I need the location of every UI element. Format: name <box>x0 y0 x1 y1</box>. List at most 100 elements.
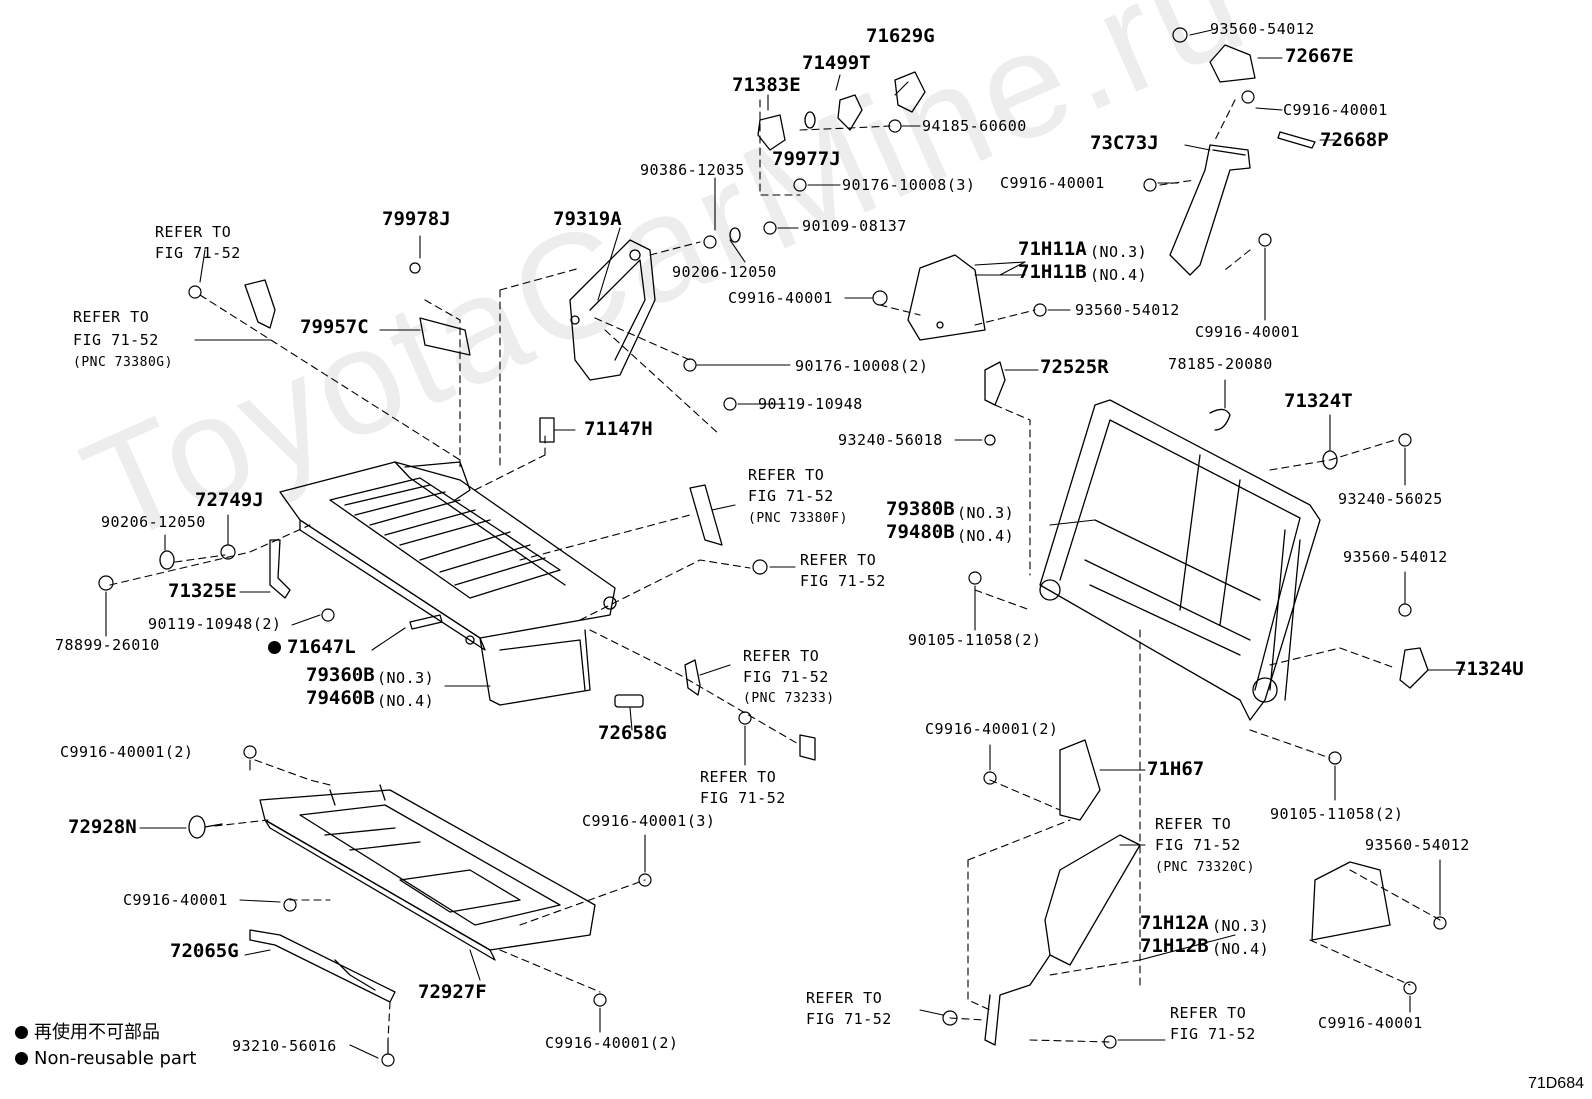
part-label[interactable]: 79360B <box>306 664 375 686</box>
seat-cushion-frame <box>279 461 617 706</box>
part-label[interactable]: 90176-10008(3) <box>842 176 976 194</box>
part-label[interactable]: 90109-08137 <box>802 217 907 235</box>
variant-label: (NO.4) <box>377 692 435 710</box>
part-label[interactable]: 93560-54012 <box>1210 20 1315 38</box>
part-label[interactable]: 90105-11058(2) <box>1270 805 1404 823</box>
part-label[interactable]: 79977J <box>772 148 841 170</box>
part-label[interactable]: 73C73J <box>1090 132 1159 154</box>
hinge-cover <box>984 361 1006 406</box>
part-label[interactable]: 93240-56025 <box>1338 490 1443 508</box>
part-label[interactable]: 79380B <box>886 498 955 520</box>
variant-label: (NO.3) <box>1090 243 1148 261</box>
part-label[interactable]: 79319A <box>553 208 622 230</box>
part-label[interactable]: 90386-12035 <box>640 161 745 179</box>
variant-label: (NO.4) <box>1090 266 1148 284</box>
non-reusable-dot <box>268 641 281 654</box>
part-label[interactable]: 72749J <box>195 489 264 511</box>
pnc-label: (PNC 73380G) <box>73 355 173 370</box>
legend-jp-text: 再使用不可部品 <box>34 1022 160 1043</box>
part-label[interactable]: 79480B <box>886 521 955 543</box>
part-label[interactable]: C9916-40001 <box>1283 101 1388 119</box>
reference-label[interactable]: REFER TO <box>155 223 232 241</box>
part-label[interactable]: 71H11A <box>1018 238 1087 260</box>
reference-label[interactable]: FIG 71-52 <box>800 572 886 590</box>
reference-label[interactable]: FIG 71-52 <box>155 244 241 262</box>
lower-tray <box>259 784 596 961</box>
part-label[interactable]: 72658G <box>598 722 667 744</box>
part-label[interactable]: C9916-40001 <box>123 891 228 909</box>
part-label[interactable]: 71499T <box>802 52 871 74</box>
part-label[interactable]: 71383E <box>732 74 801 96</box>
part-label[interactable]: 72065G <box>170 940 239 962</box>
variant-label: (NO.3) <box>1212 917 1270 935</box>
part-label[interactable]: 72928N <box>68 816 137 838</box>
part-label[interactable]: 71325E <box>168 580 237 602</box>
side-cover-lower <box>1311 861 1391 941</box>
part-label[interactable]: 90176-10008(2) <box>795 357 929 375</box>
legend-en: Non-reusable part <box>15 1048 196 1070</box>
bullet-icon <box>15 1026 28 1039</box>
part-label[interactable]: C9916-40001(3) <box>582 812 716 830</box>
part-label[interactable]: 71324U <box>1455 658 1524 680</box>
part-label[interactable]: 90119-10948 <box>758 395 863 413</box>
part-label[interactable]: C9916-40001 <box>1195 323 1300 341</box>
part-label[interactable]: 71324T <box>1284 390 1353 412</box>
part-label[interactable]: C9916-40001(2) <box>545 1034 679 1052</box>
part-label[interactable]: 71H12A <box>1140 912 1209 934</box>
part-label[interactable]: 90105-11058(2) <box>908 631 1042 649</box>
pnc-label: (PNC 73380F) <box>748 511 848 526</box>
part-label[interactable]: 78899-26010 <box>55 636 160 654</box>
variant-label: (NO.4) <box>957 527 1015 545</box>
part-label[interactable]: 93210-56016 <box>232 1037 337 1055</box>
reference-label[interactable]: FIG 71-52 <box>1155 836 1241 854</box>
part-label[interactable]: C9916-40001(2) <box>60 743 194 761</box>
part-label[interactable]: 93560-54012 <box>1075 301 1180 319</box>
reference-label[interactable]: REFER TO <box>743 647 820 665</box>
bolts <box>98 27 1447 1067</box>
part-label[interactable]: 93560-54012 <box>1343 548 1448 566</box>
seat-back-frame <box>1039 399 1321 721</box>
reference-label[interactable]: REFER TO <box>1155 815 1232 833</box>
part-label[interactable]: 90206-12050 <box>672 263 777 281</box>
reference-label[interactable]: FIG 71-52 <box>748 487 834 505</box>
part-label[interactable]: 72525R <box>1040 356 1109 378</box>
part-label[interactable]: 79978J <box>382 208 451 230</box>
legend-jp: 再使用不可部品 <box>15 1022 160 1044</box>
variant-label: (NO.3) <box>377 669 435 687</box>
reference-label[interactable]: REFER TO <box>700 768 777 786</box>
part-label[interactable]: 90206-12050 <box>101 513 206 531</box>
part-label[interactable]: 72668P <box>1320 129 1389 151</box>
part-label[interactable]: C9916-40001(2) <box>925 720 1059 738</box>
part-label[interactable]: C9916-40001 <box>728 289 833 307</box>
part-label[interactable]: 71647L <box>268 638 356 657</box>
part-label[interactable]: 71H12B <box>1140 935 1209 957</box>
part-label[interactable]: 71147H <box>584 418 653 440</box>
reference-label[interactable]: FIG 71-52 <box>73 331 159 349</box>
part-label[interactable]: 93560-54012 <box>1365 836 1470 854</box>
reference-label[interactable]: REFER TO <box>806 989 883 1007</box>
part-label[interactable]: 79460B <box>306 687 375 709</box>
part-label[interactable]: 78185-20080 <box>1168 355 1273 373</box>
part-label[interactable]: C9916-40001 <box>1318 1014 1423 1032</box>
reference-label[interactable]: REFER TO <box>73 308 150 326</box>
part-label[interactable]: 71H67 <box>1147 758 1205 780</box>
part-label[interactable]: 71629G <box>866 25 935 47</box>
part-label[interactable]: 72927F <box>418 981 487 1003</box>
reference-label[interactable]: REFER TO <box>1170 1004 1247 1022</box>
reference-label[interactable]: REFER TO <box>800 551 877 569</box>
belt-guide <box>1169 144 1251 276</box>
part-label[interactable]: 93240-56018 <box>838 431 943 449</box>
hinge-cover-upper <box>907 254 986 341</box>
reference-label[interactable]: FIG 71-52 <box>700 789 786 807</box>
reference-label[interactable]: FIG 71-52 <box>743 668 829 686</box>
reference-label[interactable]: REFER TO <box>748 466 825 484</box>
part-label[interactable]: 71H11B <box>1018 261 1087 283</box>
reference-label[interactable]: FIG 71-52 <box>1170 1025 1256 1043</box>
part-label[interactable]: 72667E <box>1285 45 1354 67</box>
reference-label[interactable]: FIG 71-52 <box>806 1010 892 1028</box>
part-label[interactable]: 94185-60600 <box>922 117 1027 135</box>
part-label[interactable]: 79957C <box>300 316 369 338</box>
part-label[interactable]: 90119-10948(2) <box>148 615 282 633</box>
part-label[interactable]: C9916-40001 <box>1000 174 1105 192</box>
